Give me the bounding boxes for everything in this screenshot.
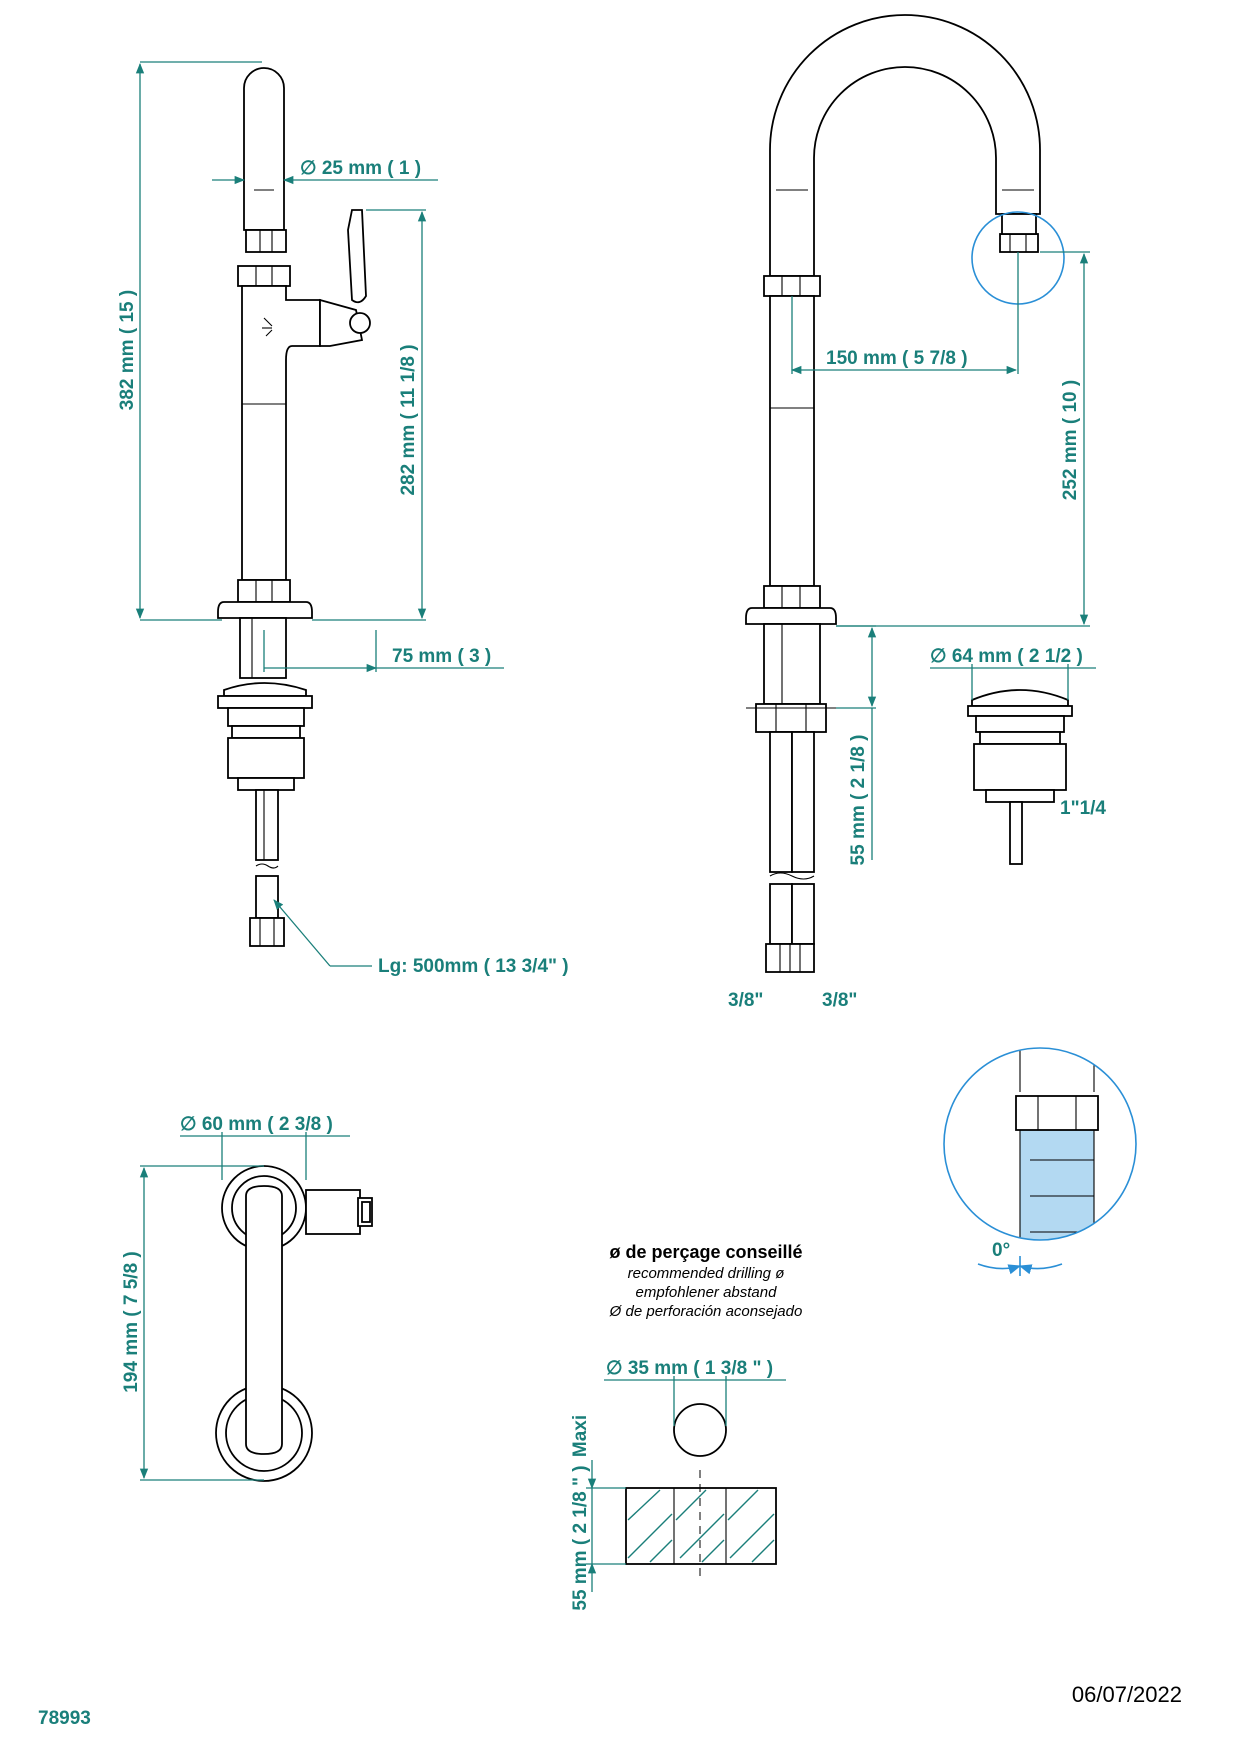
waste-body: [973, 743, 1067, 791]
top-view: [215, 1165, 373, 1482]
dim-deck-55-max: 55 mm ( 2 1/8 " ): [570, 1465, 591, 1610]
dim-deck-55: 55 mm ( 2 1/8 ): [848, 735, 869, 866]
maxi-label: Maxi: [570, 1415, 591, 1457]
hose-length-label: Lg: 500mm ( 13 3/4" ): [378, 956, 569, 977]
dim-diameter-25: ∅ 25 mm ( 1 ): [300, 158, 421, 179]
drilling-spanish: Ø de perforación aconsejado: [609, 1303, 803, 1320]
cap-knob: [349, 312, 371, 334]
base-nut: [237, 579, 291, 603]
dim-reach-150: 150 mm ( 5 7/8 ): [826, 348, 968, 369]
popup-waste: [967, 689, 1073, 865]
drill-hole: [673, 1403, 727, 1457]
dim-diameter-60: ∅ 60 mm ( 2 3/8 ): [180, 1114, 333, 1135]
drilling-section: ø de perçage conseillé recommended drill…: [570, 1242, 803, 1611]
detail-circle: [943, 1047, 1137, 1241]
waste-cap: [971, 689, 1069, 707]
dim-height-282: 282 mm ( 11 1/8 ): [398, 344, 419, 495]
upper-nut: [245, 229, 287, 253]
aerator: [999, 233, 1039, 253]
dim-width-75: 75 mm ( 3 ): [392, 646, 491, 667]
base-flange: [217, 601, 313, 619]
countertop-section: [625, 1487, 777, 1565]
base-flange-side: [745, 607, 837, 625]
dim-height-252: 252 mm ( 10 ): [1060, 380, 1081, 500]
dim-drill-35: ∅ 35 mm ( 1 3/8 " ): [606, 1358, 773, 1379]
drilling-title: ø de perçage conseillé: [609, 1242, 802, 1262]
spout-tube: [243, 67, 285, 231]
top-view-dimensions: ∅ 60 mm ( 2 3/8 ) 194 mm ( 7 5/8 ): [121, 1114, 350, 1481]
reference-number: 78993: [38, 1708, 91, 1729]
dim-height-382: 382 mm ( 15 ): [117, 290, 138, 410]
front-view: [217, 67, 371, 947]
drilling-german: empfohlener abstand: [636, 1284, 778, 1301]
waste-rod: [1009, 801, 1023, 865]
dim-diameter-64: ∅ 64 mm ( 2 1/2 ): [930, 646, 1083, 667]
hose-fitting: [249, 917, 285, 947]
side-view-dimensions: 150 mm ( 5 7/8 ) 252 mm ( 10 ) 55 mm ( 2…: [728, 251, 1090, 1011]
drawing-date: 06/07/2022: [1072, 1682, 1182, 1707]
thread-label-left: 3/8": [728, 990, 763, 1011]
spout-arm-top: [245, 1185, 283, 1455]
lever-housing-top: [305, 1189, 361, 1235]
fixing-nut: [755, 703, 827, 733]
cartridge-housing: [319, 298, 364, 347]
mixer-body: [241, 285, 321, 581]
drilling-english: recommended drilling ø: [628, 1265, 785, 1282]
detail-nut: [1015, 1095, 1099, 1131]
lever-handle: [347, 209, 367, 304]
waste-thread-label: 1"1/4: [1060, 798, 1106, 819]
gooseneck-spout: [769, 14, 1041, 277]
dim-length-194: 194 mm ( 7 5/8 ): [121, 1251, 142, 1393]
thread-label-right: 3/8": [822, 990, 857, 1011]
front-view-dimensions: 382 mm ( 15 ) ∅ 25 mm ( 1 ) 282 mm ( 11 …: [117, 61, 569, 977]
section-hatching: [627, 1489, 775, 1563]
aerator-detail-zoom: 0°: [943, 1047, 1137, 1276]
waste-plug: [223, 682, 307, 697]
angle-label: 0°: [992, 1240, 1010, 1261]
popup-waste-dimensions: ∅ 64 mm ( 2 1/2 ) 1"1/4: [930, 646, 1106, 819]
